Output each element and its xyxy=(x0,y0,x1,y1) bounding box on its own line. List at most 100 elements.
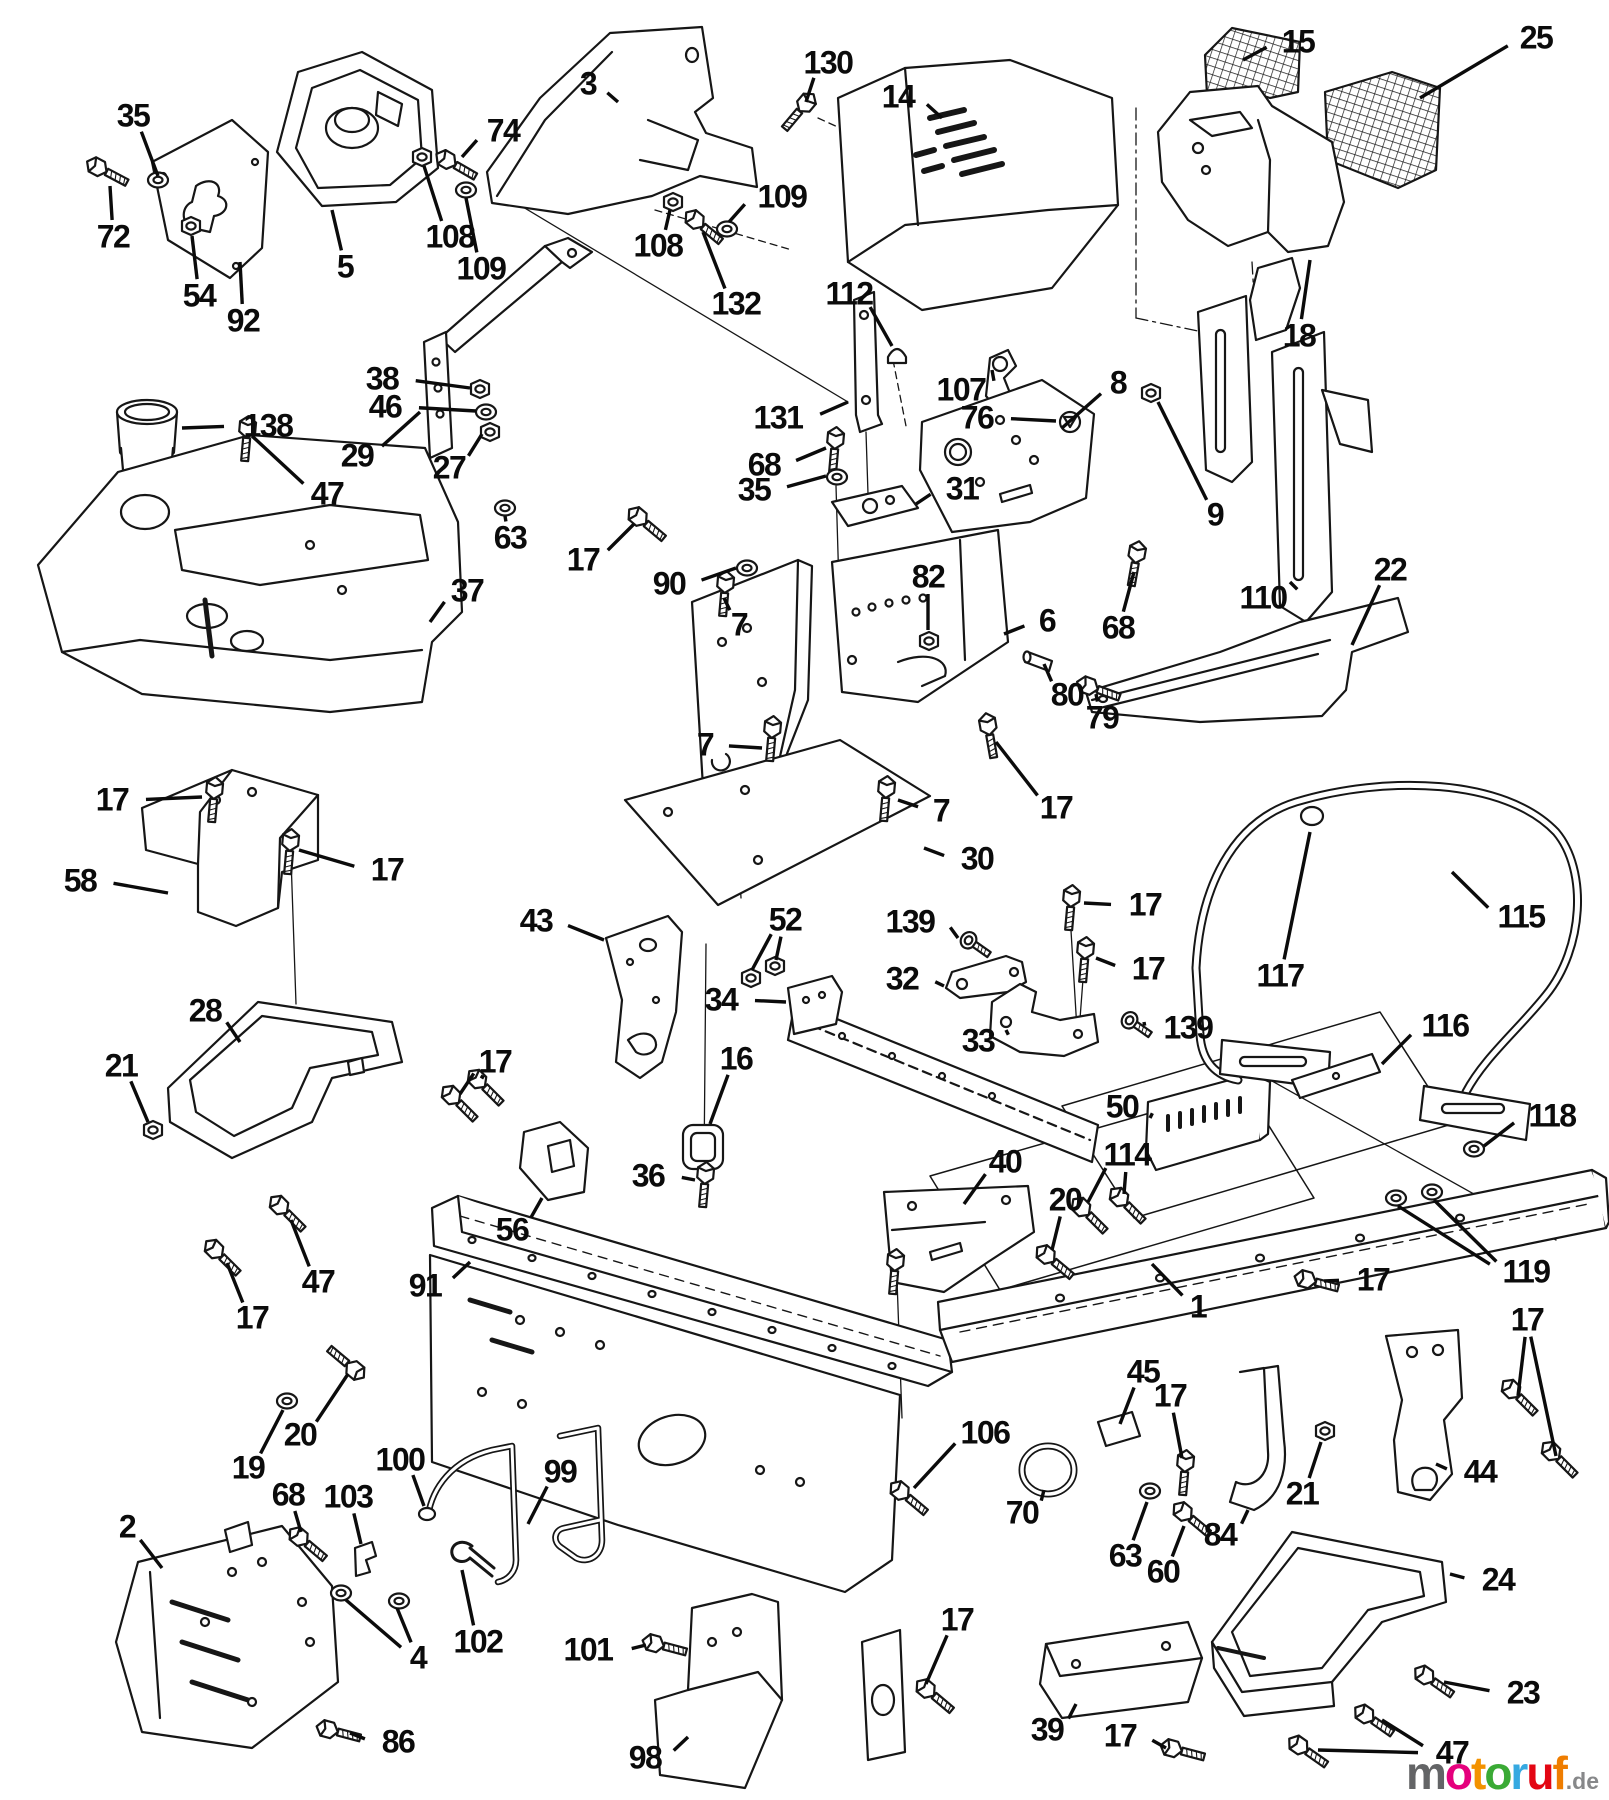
part-label-118: 118 xyxy=(1528,1097,1577,1134)
leader-line-17 xyxy=(1151,1738,1167,1750)
part-label-17: 17 xyxy=(566,541,601,578)
part-label-76: 76 xyxy=(960,399,995,436)
part-label-109: 109 xyxy=(456,250,507,287)
leader-line-139 xyxy=(1142,1021,1147,1027)
leader-line-40 xyxy=(962,1173,987,1205)
part-label-17: 17 xyxy=(478,1043,513,1080)
part-label-43: 43 xyxy=(519,902,554,939)
leader-line-107 xyxy=(990,369,996,382)
part-dash-panel-right xyxy=(830,528,1010,704)
leader-line-7 xyxy=(728,744,763,750)
part-label-31: 31 xyxy=(945,470,980,507)
leader-line-112 xyxy=(868,306,894,347)
part-label-38: 38 xyxy=(365,360,400,397)
leader-line-116 xyxy=(1380,1033,1413,1066)
leader-line-17 xyxy=(924,1634,949,1685)
leader-line-92 xyxy=(238,261,244,305)
leader-line-3 xyxy=(606,91,620,104)
leader-line-91 xyxy=(451,1260,472,1280)
part-label-139: 139 xyxy=(885,903,936,940)
leader-line-4 xyxy=(344,1598,403,1649)
part-label-86: 86 xyxy=(381,1723,416,1760)
part-label-35: 35 xyxy=(737,471,772,508)
part-label-39: 39 xyxy=(1030,1711,1065,1748)
part-label-7: 7 xyxy=(932,792,951,829)
part-label-3: 3 xyxy=(579,65,598,102)
leader-line-17 xyxy=(479,1074,485,1080)
part-cotter-pin xyxy=(450,1540,496,1578)
leader-line-17 xyxy=(1323,1278,1340,1283)
part-label-20: 20 xyxy=(1048,1181,1083,1218)
part-label-19: 19 xyxy=(231,1449,266,1486)
part-lift-rod-100 xyxy=(417,1442,520,1586)
leader-line-33 xyxy=(1004,1029,1010,1036)
part-label-68: 68 xyxy=(271,1476,306,1513)
part-side-skirt xyxy=(1084,596,1410,724)
leader-line-14 xyxy=(925,103,944,120)
part-label-45: 45 xyxy=(1126,1353,1161,1390)
leader-line-100 xyxy=(411,1474,426,1507)
watermark-suffix: .de xyxy=(1565,1768,1599,1794)
leader-line-139 xyxy=(948,926,960,939)
leader-line-68 xyxy=(1121,571,1136,613)
part-label-114: 114 xyxy=(1103,1136,1152,1173)
part-label-117: 117 xyxy=(1256,957,1305,994)
leader-line-130 xyxy=(804,77,816,103)
watermark-letter: r xyxy=(1510,1747,1528,1799)
leader-line-63 xyxy=(503,515,508,522)
leader-line-17 xyxy=(1516,1336,1527,1397)
part-acorn-nut-112 xyxy=(886,347,908,365)
part-label-17: 17 xyxy=(1356,1261,1391,1298)
part-label-47: 47 xyxy=(1435,1734,1470,1771)
part-frame-side-plate xyxy=(428,1253,902,1594)
part-label-92: 92 xyxy=(226,302,261,339)
leader-line-43 xyxy=(567,923,605,942)
leader-line-21 xyxy=(1307,1441,1323,1479)
watermark-letter: o xyxy=(1484,1747,1512,1799)
part-label-17: 17 xyxy=(370,851,405,888)
part-label-17: 17 xyxy=(235,1299,270,1336)
leader-line-9 xyxy=(1156,401,1209,501)
part-label-17: 17 xyxy=(1131,950,1166,987)
leader-line-80 xyxy=(1042,663,1054,683)
part-label-79: 79 xyxy=(1085,699,1120,736)
part-label-21: 21 xyxy=(104,1047,139,1084)
part-label-47: 47 xyxy=(310,475,345,512)
leader-line-18 xyxy=(1299,259,1312,320)
part-label-17: 17 xyxy=(95,781,130,818)
leader-line-114 xyxy=(1122,1171,1128,1195)
part-label-15: 15 xyxy=(1281,23,1316,60)
part-seat-pan xyxy=(36,433,464,714)
leader-line-79 xyxy=(1094,693,1100,702)
leader-line-32 xyxy=(934,980,945,988)
part-label-5: 5 xyxy=(336,248,355,285)
leader-line-39 xyxy=(1066,1703,1078,1720)
leader-line-132 xyxy=(701,231,727,290)
leader-line-47 xyxy=(1381,1718,1424,1748)
part-label-82: 82 xyxy=(911,558,946,595)
part-label-2: 2 xyxy=(118,1508,137,1545)
part-label-80: 80 xyxy=(1050,676,1085,713)
watermark-letter: f xyxy=(1552,1747,1567,1799)
part-label-7: 7 xyxy=(696,726,715,763)
leader-line-99 xyxy=(526,1485,549,1525)
leader-line-58 xyxy=(113,881,169,895)
leader-line-27 xyxy=(467,433,484,457)
part-label-33: 33 xyxy=(961,1022,996,1059)
part-label-22: 22 xyxy=(1373,551,1408,588)
watermark-letter: m xyxy=(1405,1747,1447,1799)
part-label-63: 63 xyxy=(493,519,528,556)
part-label-132: 132 xyxy=(711,285,762,322)
part-footrest-rh xyxy=(1210,1530,1448,1718)
leader-line-103 xyxy=(352,1512,363,1545)
leader-line-24 xyxy=(1449,1572,1465,1580)
part-bracket-43 xyxy=(604,914,684,1080)
leader-line-5 xyxy=(330,209,344,251)
part-label-107: 107 xyxy=(936,371,987,408)
part-label-27: 27 xyxy=(432,449,467,486)
part-console-bracket xyxy=(150,118,270,280)
leader-line-17 xyxy=(145,795,203,802)
part-label-72: 72 xyxy=(96,218,131,255)
